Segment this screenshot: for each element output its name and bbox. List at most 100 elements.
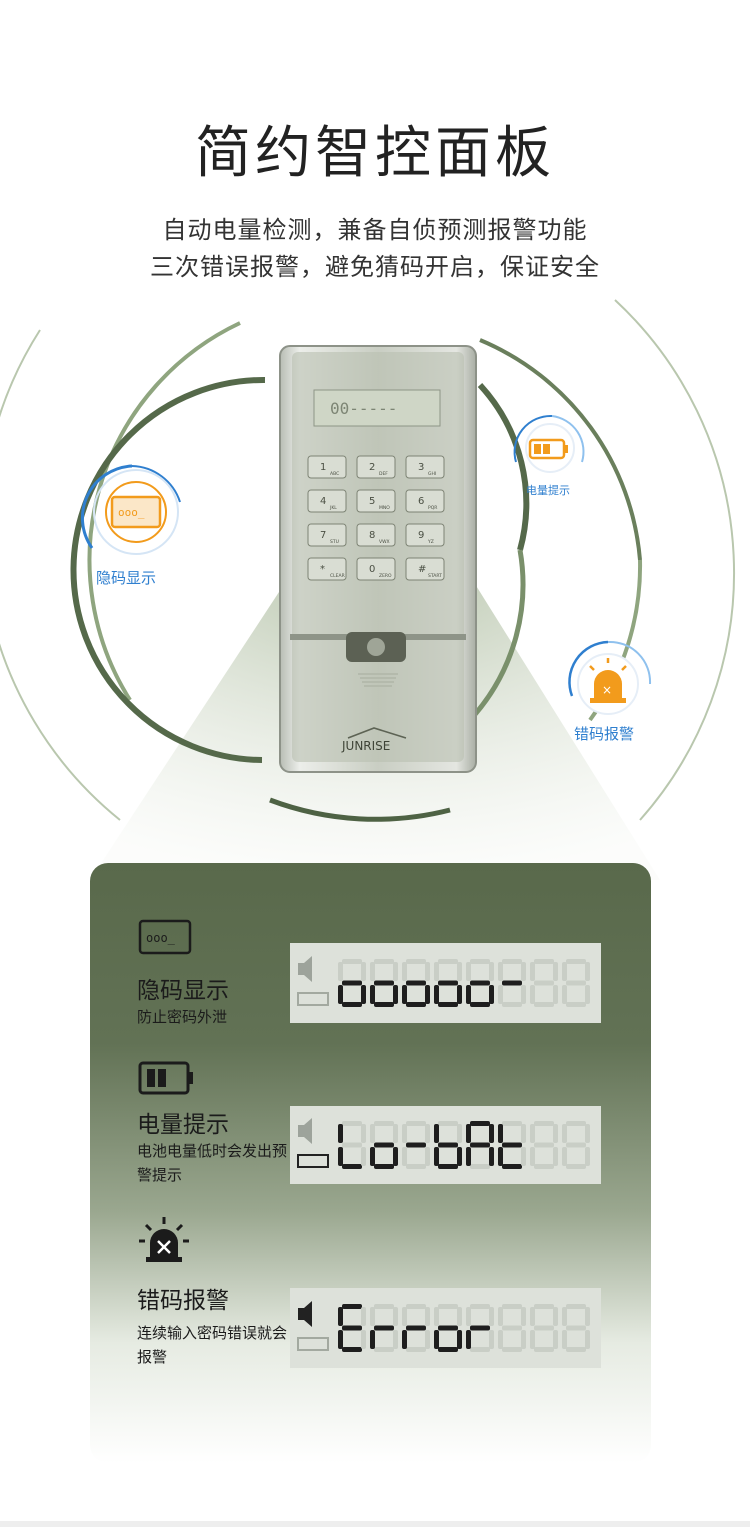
lcd-segment [534,1002,554,1007]
alarm-icon [139,1217,189,1262]
lcd-segment [585,1330,590,1349]
lcd-segment [406,1325,426,1331]
lcd-segment [438,1142,458,1148]
lcd-segment [534,1347,554,1352]
battery-icon [138,1061,193,1095]
lcd-segment [502,1002,522,1007]
svg-text:MNO: MNO [379,505,390,511]
lcd-segment [438,959,458,964]
lcd-segment [489,1330,494,1349]
lcd-segment [425,985,430,1004]
lcd-segment [402,1330,407,1349]
lcd-segment [530,1307,535,1326]
lcd-segment [342,1347,362,1352]
lcd-segment [361,1330,366,1349]
svg-text:2: 2 [369,462,375,473]
lcd-segment [470,980,490,986]
keypad-key-*[interactable]: *CLEAR [307,557,347,581]
inner-ring-right [477,382,530,551]
lcd-segment [585,1147,590,1166]
feature-desc: 连续输入密码错误就会报警 [137,1324,288,1366]
lcd-segment [470,1142,490,1148]
lcd-segment [425,1147,430,1166]
battery-icon [297,1154,329,1168]
lcd-segment [374,959,394,964]
keypad-key-9[interactable]: 9YZ [405,523,445,547]
lcd-segment [342,1164,362,1169]
lcd-segment [566,1304,586,1309]
lcd-segment [457,1330,462,1349]
lcd-display-1 [290,943,601,1023]
svg-text:6: 6 [418,496,424,507]
svg-text:ZERO: ZERO [379,573,392,579]
svg-text:GHI: GHI [428,471,436,477]
lcd-segment [553,1124,558,1143]
feature-name: 错码报警 [137,1288,229,1314]
lcd-segment [566,1164,586,1169]
lcd-segment [338,1147,343,1166]
lcd-segment [566,1325,586,1331]
inner-ring-left [70,376,266,763]
lcd-segment [370,1307,375,1326]
svg-text:START: START [428,573,442,579]
lcd-segment [434,1147,439,1166]
lcd-segment [406,1164,426,1169]
lcd-segment [562,1147,567,1166]
lcd-segment [489,1307,494,1326]
lcd-segment [502,1325,522,1331]
lcd-segment [406,1304,426,1309]
badge-hidden-code: ooo_ 隐码显示 [72,462,192,587]
lcd-segment [489,985,494,1004]
inner-ring-right-lower [468,549,526,722]
svg-text:DEF: DEF [379,471,388,477]
keypad-key-#[interactable]: #START [405,557,445,581]
lcd-segment [470,1121,490,1126]
lcd-segment [521,1307,526,1326]
page-title: 简约智控面板 [195,121,555,186]
svg-text:CLEAR: CLEAR [330,573,345,579]
lock-display-text: 00----- [330,399,397,418]
lcd-segment [425,1330,430,1349]
lcd-segment [466,985,471,1004]
lcd-segment [425,1124,430,1143]
speaker-icon [298,956,312,982]
lcd-segment [530,962,535,981]
lcd-segment [361,1124,366,1143]
lcd-segment [457,1124,462,1143]
lcd-segment [361,1307,366,1326]
lcd-segment [457,1147,462,1166]
lcd-segment [470,1304,490,1309]
lcd-segment [434,1124,439,1143]
svg-text:STU: STU [330,539,339,545]
lcd-segment [553,1147,558,1166]
lcd-display-3 [290,1288,601,1368]
lcd-segment [498,1124,503,1143]
lcd-segment [585,1124,590,1143]
badge-alarm: × 错码报警 [562,640,662,743]
lcd-segment [361,962,366,981]
lcd-segment [534,1164,554,1169]
lcd-segment [370,962,375,981]
lcd-segment [562,962,567,981]
lcd-segment [502,959,522,964]
lcd-segment [438,1347,458,1352]
lcd-segment [374,1325,394,1331]
lcd-segment [502,1164,522,1169]
lcd-segment [406,1347,426,1352]
lcd-segment [438,980,458,986]
lcd-segment [425,962,430,981]
lcd-segment [530,985,535,1004]
svg-text:3: 3 [418,462,424,473]
subtitle-line-1: 自动电量检测，兼备自侦预测报警功能 [162,216,588,244]
lcd-segment [434,1330,439,1349]
